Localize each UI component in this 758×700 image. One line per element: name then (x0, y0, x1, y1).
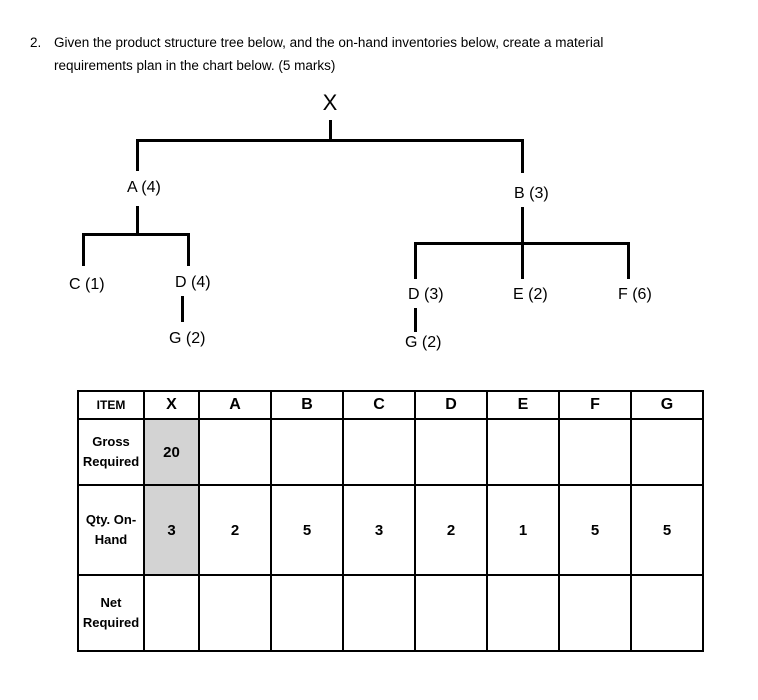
tree-connector-line (329, 120, 332, 141)
table-cell (630, 574, 704, 652)
tree-node-d-under-b: D (3) (408, 286, 444, 303)
header-cell-g: G (630, 390, 704, 420)
table-header-row: ITEM X A B C D E F G (77, 390, 704, 420)
table-cell (270, 574, 344, 652)
tree-connector-line (136, 139, 524, 142)
table-cell (558, 574, 632, 652)
table-row-net-required: Net Required (77, 574, 704, 652)
tree-connector-line (82, 233, 190, 236)
table-cell (342, 574, 416, 652)
tree-node-f: F (6) (618, 286, 652, 303)
row-label-gross-required: Gross Required (77, 418, 145, 486)
question: 2. Given the product structure tree belo… (30, 31, 690, 77)
table-cell (143, 574, 200, 652)
header-cell-b: B (270, 390, 344, 420)
table-cell: 3 (342, 484, 416, 576)
table-cell: 3 (143, 484, 200, 576)
row-label-qty-on-hand: Qty. On-Hand (77, 484, 145, 576)
table-cell: 5 (630, 484, 704, 576)
table-cell (198, 418, 272, 486)
table-cell: 20 (143, 418, 200, 486)
row-label-net-required: Net Required (77, 574, 145, 652)
tree-node-g-under-d4: G (2) (169, 330, 206, 347)
table-cell (486, 574, 560, 652)
tree-connector-line (521, 139, 524, 173)
table-row-qty-on-hand: Qty. On-Hand 3 2 5 3 2 1 5 5 (77, 484, 704, 576)
table-cell: 5 (558, 484, 632, 576)
table-cell (198, 574, 272, 652)
tree-node-x: X (322, 90, 338, 115)
tree-node-g-under-d3: G (2) (405, 334, 442, 351)
tree-connector-line (136, 206, 139, 235)
table-cell (558, 418, 632, 486)
mrp-table: ITEM X A B C D E F G Gross Required 20 Q… (77, 390, 704, 652)
table-row-gross-required: Gross Required 20 (77, 418, 704, 486)
table-cell (414, 574, 488, 652)
header-cell-e: E (486, 390, 560, 420)
table-cell (270, 418, 344, 486)
table-cell (414, 418, 488, 486)
table-cell (342, 418, 416, 486)
tree-node-b: B (3) (514, 185, 549, 202)
table-cell: 1 (486, 484, 560, 576)
tree-connector-line (414, 308, 417, 332)
tree-node-c: C (1) (69, 276, 105, 293)
header-cell-x: X (143, 390, 200, 420)
tree-connector-line (414, 242, 417, 279)
question-text: Given the product structure tree below, … (54, 35, 604, 73)
tree-connector-line (136, 139, 139, 171)
tree-connector-line (187, 233, 190, 266)
header-cell-item: ITEM (77, 390, 145, 420)
table-cell: 5 (270, 484, 344, 576)
header-cell-a: A (198, 390, 272, 420)
header-cell-c: C (342, 390, 416, 420)
question-number: 2. (30, 35, 42, 50)
table-cell (486, 418, 560, 486)
tree-node-a: A (4) (127, 179, 161, 196)
table-cell (630, 418, 704, 486)
tree-connector-line (414, 242, 630, 245)
tree-node-e: E (2) (513, 286, 548, 303)
tree-connector-line (181, 296, 184, 322)
table-cell: 2 (198, 484, 272, 576)
tree-connector-line (82, 233, 85, 266)
header-cell-d: D (414, 390, 488, 420)
table-cell: 2 (414, 484, 488, 576)
header-cell-f: F (558, 390, 632, 420)
tree-connector-line (627, 242, 630, 279)
tree-node-d-under-a: D (4) (175, 274, 211, 291)
